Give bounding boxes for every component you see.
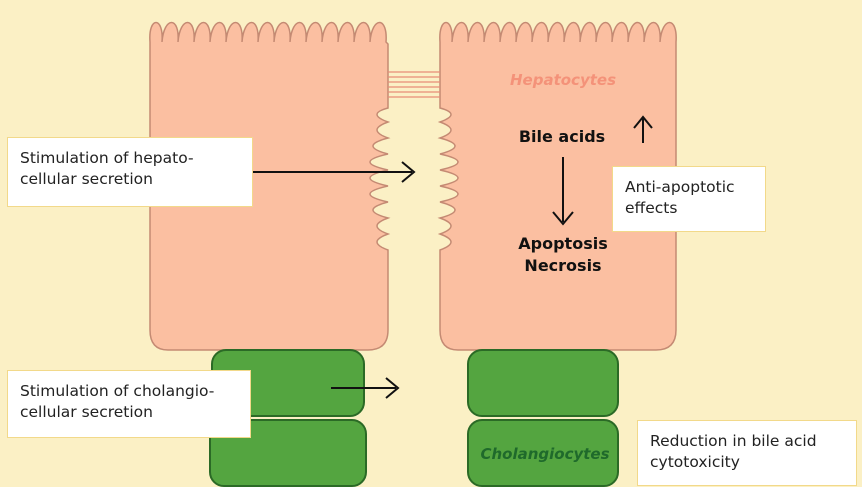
- callout-line: cellular secretion: [20, 402, 238, 423]
- callout-line: Anti-apoptotic: [625, 177, 753, 198]
- callout-cytotoxicity: Reduction in bile acid cytotoxicity: [637, 420, 857, 486]
- callout-line: cytotoxicity: [650, 452, 844, 473]
- callout-line: Stimulation of hepato-: [20, 148, 240, 169]
- cholangiocytes-label: Cholangiocytes: [480, 445, 609, 463]
- callout-line: Stimulation of cholangio-: [20, 381, 238, 402]
- callout-cholangiocellular-secretion: Stimulation of cholangio- cellular secre…: [7, 370, 251, 438]
- bile-acids-label: Bile acids: [519, 127, 605, 146]
- cholangiocyte-right-top: [468, 350, 618, 416]
- callout-line: Reduction in bile acid: [650, 431, 844, 452]
- callout-anti-apoptotic: Anti-apoptotic effects: [612, 166, 766, 232]
- callout-hepatocellular-secretion: Stimulation of hepato- cellular secretio…: [7, 137, 253, 207]
- callout-line: effects: [625, 198, 753, 219]
- hepatocytes-label: Hepatocytes: [510, 71, 616, 89]
- necrosis-label: Necrosis: [524, 256, 601, 275]
- apoptosis-label: Apoptosis: [518, 234, 607, 253]
- callout-line: cellular secretion: [20, 169, 240, 190]
- tight-junction: [388, 72, 440, 97]
